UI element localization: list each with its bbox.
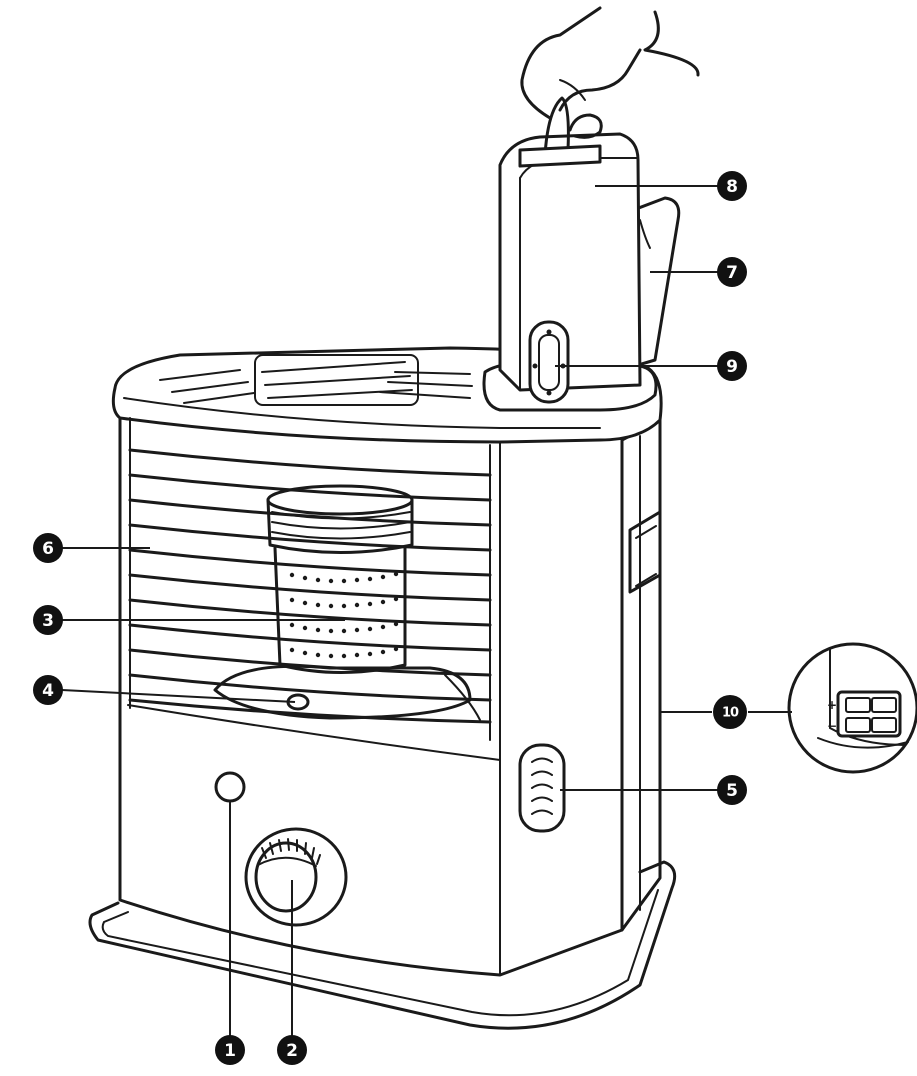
ignition-button [214,771,246,803]
perforation-pattern [289,571,399,659]
callout-8: 8 [717,171,747,201]
base-tray [88,860,677,1030]
battery-compartment [836,690,902,738]
battery-inset: + − [787,642,917,774]
callout-8-label: 8 [726,177,738,197]
callout-9-label: 9 [726,357,738,377]
callout-4-label: 4 [42,681,54,701]
grille-frame [129,417,491,741]
callout-5-label: 5 [726,781,738,801]
callout-10: 10 [713,695,747,729]
callout-2: 2 [277,1035,307,1065]
callout-4: 4 [33,675,63,705]
fuel-tank [498,96,681,404]
callout-3: 3 [33,605,63,635]
callout-1: 1 [215,1035,245,1065]
callout-5: 5 [717,775,747,805]
callout-1-label: 1 [224,1041,236,1061]
callout-9: 9 [717,351,747,381]
callout-6: 6 [33,533,63,563]
minus-sign: − [827,719,837,733]
plus-sign: + [827,698,837,712]
callout-2-label: 2 [286,1041,298,1061]
leader-lines [61,185,792,1040]
callout-3-label: 3 [42,611,54,631]
hand [520,6,700,139]
callout-6-label: 6 [42,539,54,559]
callout-10-label: 10 [722,706,739,721]
callout-7-label: 7 [726,263,738,283]
fuel-gauge [518,743,566,833]
callout-7: 7 [717,257,747,287]
guard-grille [128,448,492,724]
control-knob [244,827,348,927]
